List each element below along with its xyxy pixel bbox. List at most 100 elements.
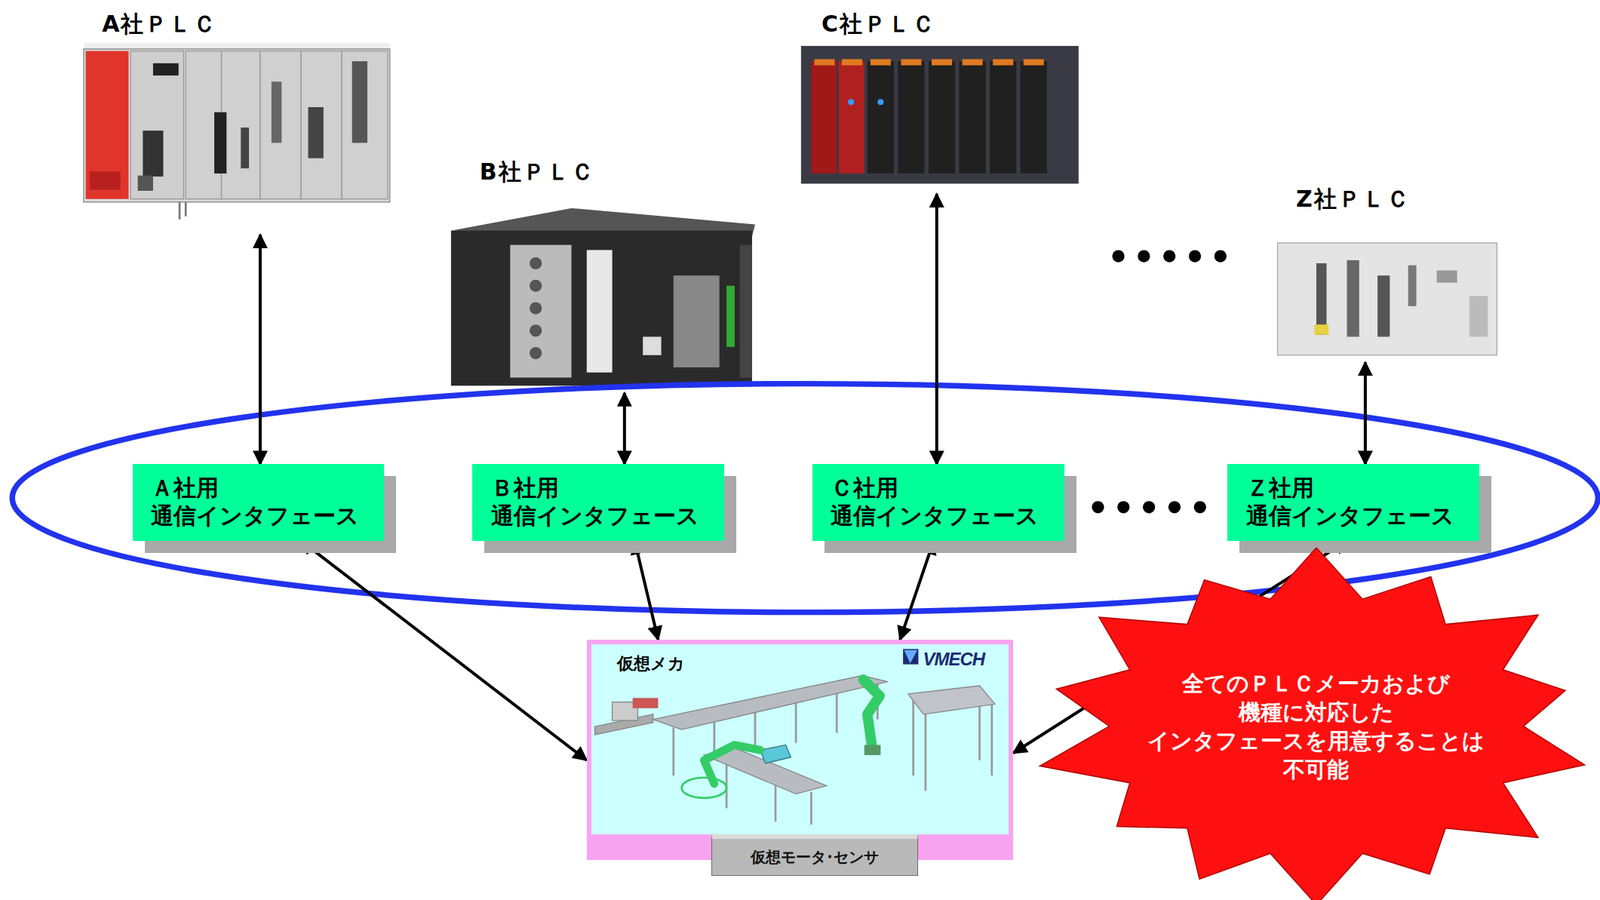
interface-box: Ｂ社用 通信インタフェース [472,463,724,541]
display [153,63,179,76]
cpu-module [838,61,865,174]
logo-text: VMECH [923,648,986,670]
port [642,336,661,355]
plc-body [451,230,753,387]
power-label [89,171,121,190]
dot [1214,249,1227,262]
robot-base [681,777,728,799]
io-module [867,61,894,174]
double-arrow [634,540,658,640]
plc-heading: C社ＰＬＣ [821,10,1073,38]
motor-sensor-box: 仮想モータ･センサ [711,834,919,876]
module-top [992,58,1014,65]
double-arrow [1363,362,1367,464]
virtual-scene [590,644,1010,839]
io-module [959,61,986,174]
plc-body [1277,242,1498,356]
robot-arm [862,679,880,750]
leg [912,699,915,776]
panel-title: 仮想メカ [617,652,685,676]
screw [529,301,542,314]
connector [352,61,368,143]
interface-group-ellipse [12,383,1598,613]
interface-label: Ｂ社用 通信インタフェース [491,474,717,530]
screw [529,257,542,270]
module-top [962,58,983,65]
robot-base [864,744,882,756]
leg [754,711,757,750]
module-top [841,58,863,65]
plc-heading: Z社ＰＬＣ [1295,185,1495,213]
module-top [870,58,891,65]
leg [990,703,993,776]
dot [1168,500,1181,513]
io-module [1020,61,1048,174]
callout-starburst: 全てのＰＬＣメーカおよび 機種に対応した インタフェースを用意することは 不可能 [1032,547,1600,900]
table [908,685,996,715]
power-module [85,51,129,200]
dot [1188,249,1201,262]
plc-unit: B社ＰＬＣ [448,156,757,394]
dot [1194,500,1207,513]
double-arrow [300,540,587,761]
leg [795,702,798,744]
connector [214,112,227,174]
end-plate [740,245,753,378]
io-module [260,51,301,200]
dot [1091,500,1104,513]
leg [924,714,928,791]
led-strip [726,285,735,348]
connector [1347,260,1360,337]
plc-unit: A社ＰＬＣ [81,8,395,235]
dot [1142,500,1155,513]
ellipsis-dots [1091,249,1227,513]
module-cover [586,249,613,372]
starburst-shape [1039,547,1585,900]
leg [774,780,777,822]
connector [1377,275,1390,337]
io-module [300,51,342,200]
plc-c-illustration [801,46,1079,185]
plc-heading: B社ＰＬＣ [479,158,750,186]
photo-ground [801,46,1079,185]
leg [672,727,675,776]
virtual-mechanism-panel: 仮想メカ VMECH [586,639,1014,860]
io-module [989,61,1017,174]
io-module [928,61,956,174]
double-arrow [258,234,262,464]
art-group [12,42,1598,839]
plc-heading: A社ＰＬＣ [101,10,387,38]
connector [142,130,163,177]
plc-b-illustration [451,208,756,386]
screw [529,279,542,292]
callout-text: 全てのＰＬＣメーカおよび 機種に対応した インタフェースを用意することは 不可能 [1142,669,1490,785]
io-module [897,61,925,174]
interface-label: Ａ社用 通信インタフェース [150,474,377,530]
indicator [877,98,884,105]
power-module [810,61,837,174]
interface-label: Ｚ社用 通信インタフェース [1246,474,1472,530]
scene-ground [590,644,1010,839]
plc-a-illustration [83,42,391,220]
double-arrow [623,393,627,465]
module-top [813,58,835,65]
main-conveyor [653,675,888,730]
connector [1316,263,1327,335]
terminal-block [509,245,572,378]
leg [835,691,839,733]
interface-box: Ｃ社用 通信インタフェース [812,463,1066,541]
cpu-module [130,51,184,200]
dot [1163,249,1176,262]
io-module [341,51,388,200]
double-arrow [935,193,939,464]
plc-unit: C社ＰＬＣ [801,8,1081,194]
indicator [847,98,854,105]
interface-box: Ｚ社用 通信インタフェース [1227,463,1479,541]
interface-box: Ａ社用 通信インタフェース [132,463,384,541]
connector [271,81,283,143]
logo-icon-mark [903,650,918,664]
screw [529,324,542,337]
machine-part [632,697,659,709]
port [138,175,154,191]
connector [240,127,249,169]
